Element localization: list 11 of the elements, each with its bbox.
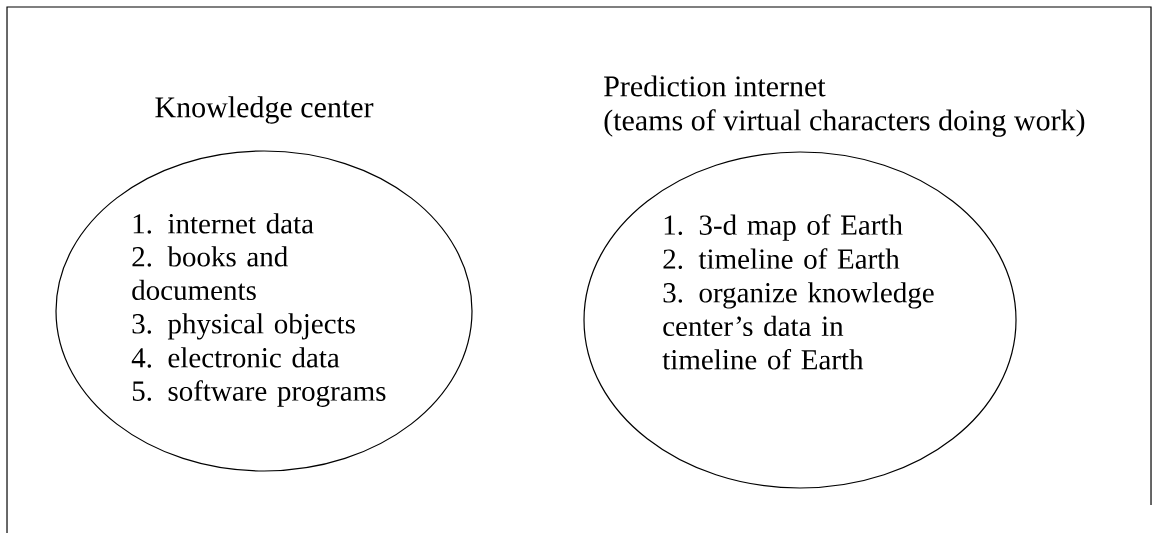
list-item: 1. 3-d map of Earth <box>664 214 903 241</box>
heading: Prediction internet <box>604 75 826 97</box>
list-item: 5. software programs <box>132 380 386 407</box>
list-item: 4. electronic data <box>131 347 340 368</box>
list-item: 3. physical objects <box>132 313 355 340</box>
list-item: 3. organize knowledge center’s data in timeline of Earth <box>662 282 934 370</box>
heading: (teams of virtual characters doing work) <box>604 109 1085 137</box>
list-item: 2. books and documents <box>132 246 288 301</box>
list-item: 1. internet data <box>133 213 314 234</box>
list-item: 2. timeline of Earth <box>663 248 900 269</box>
heading: Knowledge center <box>155 96 374 124</box>
